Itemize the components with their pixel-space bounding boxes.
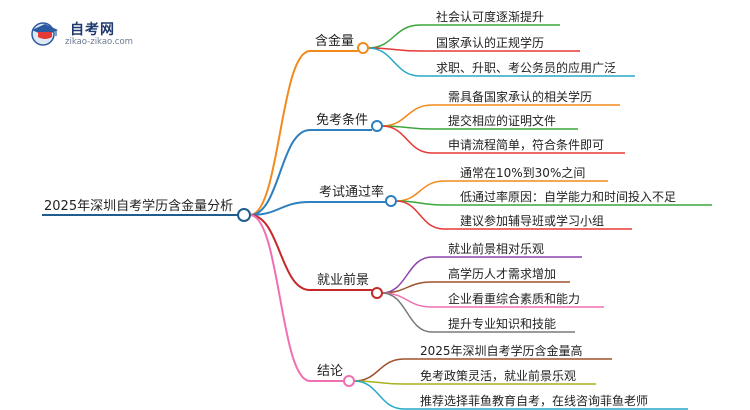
leaf-connector: [381, 292, 433, 333]
leaf-label[interactable]: 就业前景相对乐观: [448, 241, 544, 256]
branch-label[interactable]: 结论: [317, 364, 343, 379]
branch-connector: [249, 129, 311, 216]
leaf-connector: [395, 200, 445, 230]
leaf-label[interactable]: 求职、升职、考公务员的应用广泛: [436, 60, 616, 75]
root-label[interactable]: 2025年深圳自考学历含金量分析: [44, 198, 233, 214]
leaf-label[interactable]: 企业看重综合素质和能力: [448, 291, 580, 306]
branch-label[interactable]: 含金量: [315, 33, 354, 49]
branch-connector: [249, 50, 311, 216]
branch-node[interactable]: [371, 120, 383, 132]
graduation-cap-icon: [31, 22, 58, 46]
leaf-connector: [353, 358, 405, 382]
leaf-label[interactable]: 免考政策灵活，就业前景乐观: [420, 368, 576, 383]
branch-node[interactable]: [357, 42, 369, 54]
leaf-connector: [367, 24, 421, 49]
leaf-label[interactable]: 提升专业知识和技能: [448, 316, 556, 331]
leaf-label[interactable]: 国家承认的正规学历: [436, 35, 544, 50]
site-logo[interactable]: 自考网 zikao-zikao.com: [30, 18, 150, 50]
branch-node[interactable]: [371, 287, 383, 299]
leaf-label[interactable]: 需具备国家承认的相关学历: [448, 89, 592, 104]
leaf-connector: [381, 125, 433, 154]
branch-connector: [249, 214, 311, 291]
leaf-connector: [381, 104, 433, 127]
root-node[interactable]: [237, 208, 251, 222]
logo-name: 自考网: [70, 22, 115, 38]
branch-node[interactable]: [343, 375, 355, 387]
branch-node[interactable]: [385, 195, 397, 207]
leaf-label[interactable]: 通常在10%到30%之间: [460, 166, 585, 180]
leaf-connector: [353, 380, 405, 410]
logo-url: zikao-zikao.com: [65, 37, 133, 47]
leaf-label[interactable]: 建议参加辅导班或学习小组: [460, 213, 604, 228]
leaf-label[interactable]: 低通过率原因：自学能力和时间投入不足: [460, 189, 676, 204]
leaf-label[interactable]: 2025年深圳自考学历含金量高: [420, 343, 583, 358]
branch-connector: [249, 214, 311, 382]
leaf-connector: [395, 180, 445, 202]
leaf-connector: [367, 47, 421, 77]
leaf-label[interactable]: 申请流程简单，符合条件即可: [448, 137, 604, 152]
branch-label[interactable]: 考试通过率: [319, 184, 384, 200]
leaf-label[interactable]: 提交相应的证明文件: [448, 113, 556, 128]
branch-label[interactable]: 免考条件: [316, 112, 368, 128]
leaf-label[interactable]: 高学历人才需求增加: [448, 266, 556, 281]
leaf-label[interactable]: 社会认可度逐渐提升: [436, 9, 544, 24]
branch-connector: [249, 201, 311, 216]
leaf-label[interactable]: 推荐选择菲鱼教育自考，在线咨询菲鱼老师: [420, 393, 648, 408]
branch-label[interactable]: 就业前景: [317, 272, 369, 288]
